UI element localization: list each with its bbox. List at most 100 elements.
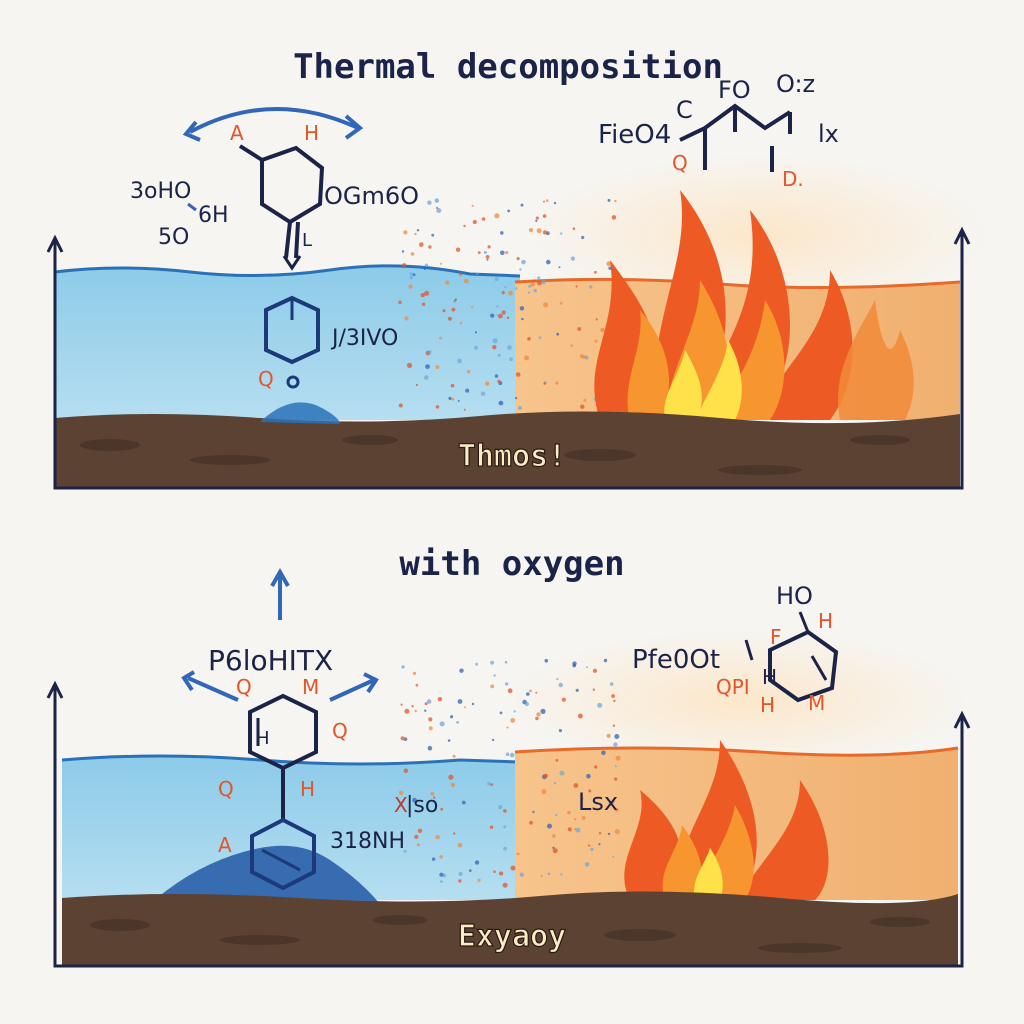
particle — [464, 706, 466, 709]
particle — [503, 846, 507, 851]
particle — [559, 301, 563, 305]
particle — [538, 336, 542, 339]
particle — [435, 365, 440, 370]
particle — [598, 832, 602, 835]
particle — [543, 382, 546, 385]
subtitle: with oxygen — [399, 544, 624, 584]
particle — [403, 230, 408, 235]
particle — [490, 783, 494, 786]
particle — [535, 716, 539, 721]
particle — [467, 369, 471, 374]
particle — [537, 276, 541, 280]
particle — [442, 309, 446, 313]
flame-top — [594, 190, 914, 420]
particle — [439, 721, 445, 727]
label-h-bottom: H — [760, 693, 775, 717]
particle — [490, 313, 495, 318]
particle — [501, 310, 506, 315]
particle — [411, 705, 414, 708]
particle — [606, 261, 612, 267]
particle — [416, 843, 420, 847]
particle — [491, 738, 495, 742]
label-m: M — [808, 691, 825, 715]
label-6h: 6H — [198, 203, 229, 228]
particle — [544, 658, 549, 663]
particle — [540, 874, 543, 878]
particle — [516, 852, 520, 856]
particle — [577, 713, 583, 719]
particle — [597, 702, 603, 708]
particle — [486, 258, 489, 261]
particle — [508, 290, 513, 296]
particle — [552, 834, 556, 838]
ring-label-bottom: 318NH — [330, 829, 405, 854]
particle — [436, 206, 439, 209]
particle — [532, 810, 535, 814]
particle — [611, 215, 617, 220]
particle — [480, 391, 486, 396]
particle — [498, 804, 503, 810]
particle — [533, 279, 536, 282]
exchange-arrow — [189, 107, 359, 134]
particle — [496, 305, 499, 308]
particle — [556, 678, 559, 681]
particle — [471, 204, 474, 207]
particle — [494, 277, 499, 282]
label-q: Q — [672, 151, 688, 175]
particle — [450, 782, 455, 788]
label-q3: Q — [218, 777, 234, 801]
particle — [510, 865, 516, 871]
label-5o: 5O — [158, 225, 189, 250]
particle — [614, 765, 617, 768]
particle — [506, 316, 510, 319]
particle — [472, 219, 477, 225]
particle — [490, 684, 495, 689]
particle — [615, 755, 621, 761]
particle — [504, 660, 508, 664]
particle — [570, 256, 576, 261]
particle — [535, 219, 538, 222]
particle — [457, 358, 462, 364]
particle — [572, 227, 576, 230]
label-x: X — [394, 793, 408, 817]
particle — [513, 710, 516, 713]
soil-texture — [80, 435, 910, 475]
hexagon-ring-bottom — [248, 693, 318, 771]
particle — [398, 300, 402, 304]
bottom-right-molecule: Pfe0Ot HO F H H QPI H M — [632, 582, 839, 717]
particle — [474, 331, 477, 334]
particle — [509, 357, 513, 362]
particle — [595, 318, 598, 321]
particle — [592, 688, 595, 691]
particle — [414, 834, 419, 840]
particle — [435, 405, 440, 409]
particle — [497, 379, 501, 384]
label-c: C — [676, 96, 693, 124]
particle — [590, 847, 594, 852]
particle — [515, 372, 521, 377]
particle — [427, 745, 433, 751]
particle — [487, 245, 491, 249]
particle — [574, 828, 577, 831]
particle — [503, 825, 507, 829]
particle — [524, 701, 530, 707]
particle — [581, 235, 585, 240]
particle — [575, 688, 579, 692]
particle — [398, 403, 403, 408]
particle — [471, 306, 474, 309]
particle — [463, 278, 469, 284]
particle — [499, 711, 503, 715]
top-panel: Thmos! A H 3oHO 6H 5O OGm6 — [46, 70, 990, 490]
particle — [614, 199, 617, 203]
particle — [556, 332, 560, 336]
particle — [463, 224, 466, 228]
top-right-molecule: FieO4 C FO O:z lx Q D. — [598, 70, 839, 191]
particle — [505, 752, 510, 757]
particle — [530, 282, 535, 287]
particle — [404, 316, 409, 321]
particle — [492, 338, 498, 344]
bottom-panel: Exyaoy P6loHITX Q M Q H Q H A — [46, 567, 971, 968]
particle — [527, 337, 531, 341]
particle — [401, 665, 405, 669]
particle — [493, 674, 496, 677]
